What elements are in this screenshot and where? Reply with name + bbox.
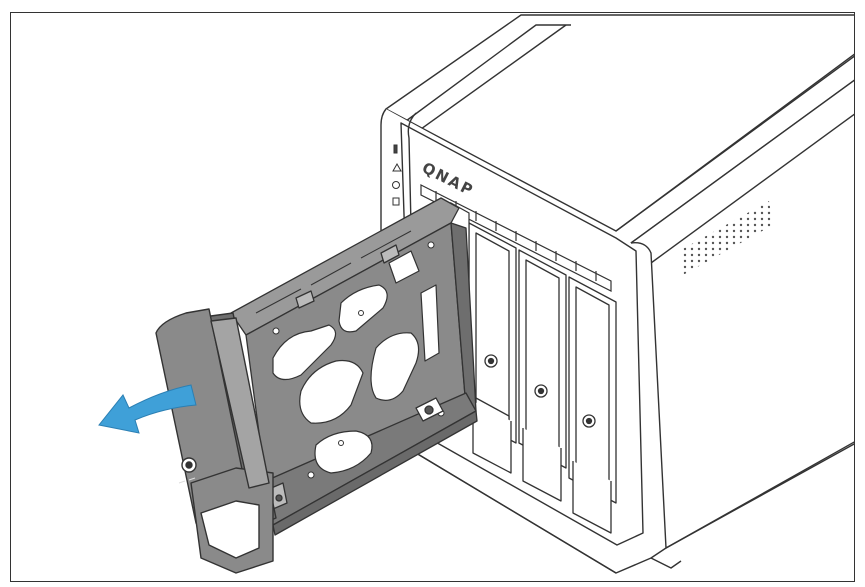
bay-top-rail — [420, 184, 612, 292]
drive-bay-2 — [468, 222, 517, 474]
drive-bays — [468, 222, 617, 534]
drive-bay-4 — [568, 276, 617, 534]
drive-bay-3 — [518, 249, 567, 502]
drive-tray[interactable] — [230, 197, 478, 536]
figure-frame: QNAP — [10, 12, 855, 582]
tray-handle[interactable] — [155, 308, 277, 574]
nas-drive-removal-illustration: QNAP — [98, 14, 854, 574]
status-leds — [392, 144, 402, 206]
pull-arrow — [98, 384, 197, 434]
vent-grille — [679, 201, 773, 275]
